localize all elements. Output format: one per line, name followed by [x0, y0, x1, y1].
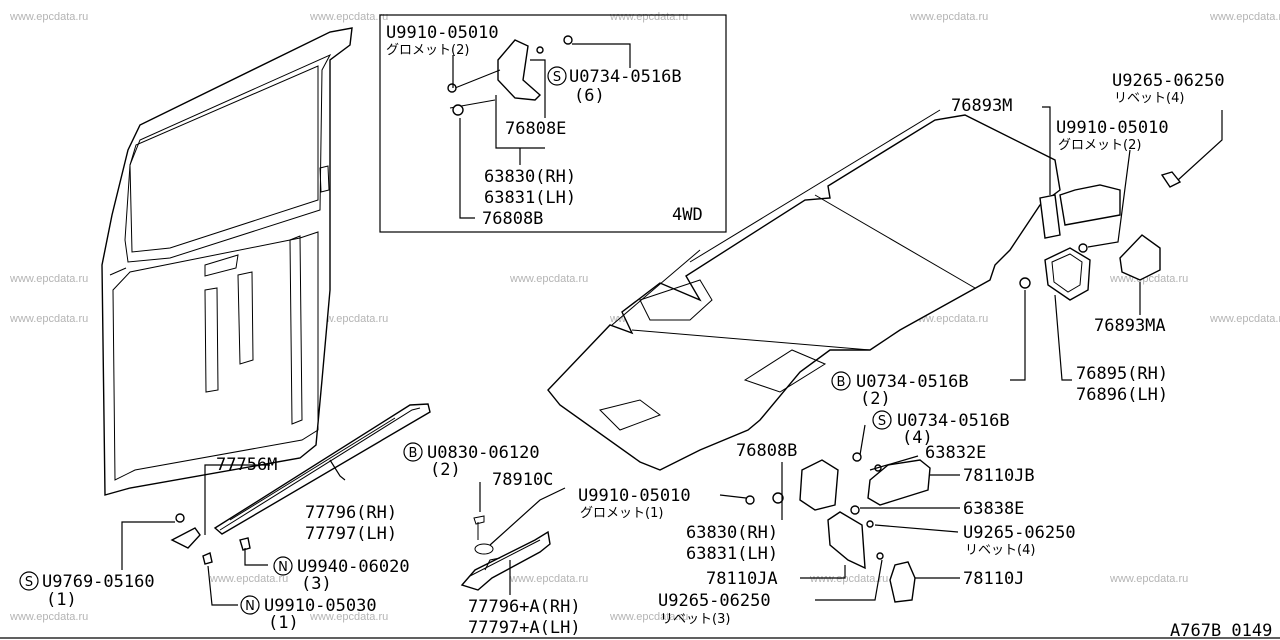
part-label: U9265-06250	[1112, 71, 1225, 91]
part-label: U9910-05030	[264, 596, 377, 616]
watermark: www.epcdata.ru	[1109, 273, 1188, 285]
part-sublabel: リベット(3)	[660, 612, 730, 627]
part-label: 77796+A(RH)	[468, 597, 581, 617]
part-qty: (3)	[301, 574, 332, 594]
side-panel-drawing	[101, 27, 353, 496]
part-label: 77797(LH)	[305, 524, 397, 544]
part-label: 77756M	[216, 455, 277, 475]
part-label: 78110JA	[706, 569, 778, 589]
inset-4wd-box	[379, 14, 727, 233]
watermark: www.epcdata.ru	[609, 11, 688, 23]
watermark: www.epcdata.ru	[9, 611, 88, 623]
watermark: www.epcdata.ru	[1109, 573, 1188, 585]
part-label: 76808B	[736, 441, 797, 461]
part-label: 76896(LH)	[1076, 385, 1168, 405]
watermark: www.epcdata.ru	[9, 11, 88, 23]
part-sublabel: グロメット(2)	[1058, 138, 1141, 153]
part-sublabel: リベット(4)	[1114, 91, 1184, 106]
watermark: www.epcdata.ru	[309, 611, 388, 623]
part-label: 77797+A(LH)	[468, 618, 581, 638]
s-symbol: S	[553, 70, 561, 85]
part-label: U9265-06250	[963, 523, 1076, 543]
part-qty: (2)	[430, 460, 461, 480]
part-label: 78910C	[492, 470, 553, 490]
watermark: www.epcdata.ru	[309, 313, 388, 325]
diagram-code: A767B 0149	[1170, 621, 1272, 640]
watermark: www.epcdata.ru	[509, 273, 588, 285]
b-symbol: B	[409, 446, 418, 461]
b-symbol: B	[837, 375, 846, 390]
part-label: U9910-05010	[1056, 118, 1169, 138]
part-label: 63838E	[963, 499, 1024, 519]
symbol-markers: S B S B S N N	[19, 66, 892, 615]
part-qty: (1)	[46, 590, 77, 610]
part-label: U9910-05010	[578, 486, 691, 506]
right-brackets-drawing	[1019, 171, 1182, 301]
part-label: 63830(RH)	[686, 523, 778, 543]
right-labels: 76893M U9265-06250 リベット(4) U9910-05010 グ…	[578, 71, 1225, 627]
part-label: U9910-05010	[386, 23, 499, 43]
part-label: U0734-0516B	[569, 67, 682, 87]
part-label: 76808B	[482, 209, 543, 229]
n-symbol: N	[245, 599, 255, 614]
mudguard-drawing	[745, 452, 931, 603]
part-sublabel: グロメット(2)	[386, 43, 469, 58]
part-qty: (2)	[860, 389, 891, 409]
watermark: www.epcdata.ru	[9, 273, 88, 285]
fasteners-left	[170, 513, 251, 565]
floor-mat-drawing	[547, 109, 1121, 471]
part-label: 63831(LH)	[484, 188, 576, 208]
sill-strip-drawing	[213, 403, 431, 535]
part-label: 63832E	[925, 443, 986, 463]
part-label: U9940-06020	[297, 557, 410, 577]
part-label: 63830(RH)	[484, 167, 576, 187]
watermark: www.epcdata.ru	[9, 313, 88, 325]
left-labels: U0830-06120 (2) 78910C 77756M 77796(RH) …	[42, 443, 581, 638]
watermark: www.epcdata.ru	[1209, 11, 1280, 23]
part-label: U9265-06250	[658, 591, 771, 611]
s-symbol: S	[25, 575, 33, 590]
part-qty: (4)	[902, 428, 933, 448]
step-bracket-drawing	[460, 515, 551, 591]
n-symbol: N	[278, 560, 288, 575]
inset-labels: U9910-05010 グロメット(2) U0734-0516B (6) 768…	[386, 23, 703, 229]
part-sublabel: リベット(4)	[965, 543, 1035, 558]
part-qty: (6)	[574, 86, 605, 106]
part-label: 76893MA	[1094, 316, 1166, 336]
part-label: 76895(RH)	[1076, 364, 1168, 384]
part-label: U0734-0516B	[856, 372, 969, 392]
part-label: U0734-0516B	[897, 411, 1010, 431]
watermark: www.epcdata.ru	[209, 573, 288, 585]
part-sublabel: グロメット(1)	[580, 506, 663, 521]
watermark: www.epcdata.ru	[309, 11, 388, 23]
watermark: www.epcdata.ru	[909, 11, 988, 23]
part-label: 76893M	[951, 96, 1012, 116]
inset-tag: 4WD	[672, 205, 703, 225]
leader-lines	[121, 43, 1223, 606]
part-qty: (1)	[268, 613, 299, 633]
part-label: 77796(RH)	[305, 503, 397, 523]
part-label: 78110J	[963, 569, 1024, 589]
part-label: U9769-05160	[42, 572, 155, 592]
watermark: www.epcdata.ru	[1209, 313, 1280, 325]
watermark: www.epcdata.ru	[609, 611, 688, 623]
s-symbol: S	[878, 414, 886, 429]
part-label: 63831(LH)	[686, 544, 778, 564]
part-label: U0830-06120	[427, 443, 540, 463]
watermark: www.epcdata.ru	[909, 313, 988, 325]
watermark: www.epcdata.ru	[509, 573, 588, 585]
part-label: 76808E	[505, 119, 566, 139]
watermark: www.epcdata.ru	[809, 573, 888, 585]
part-label: 78110JB	[963, 466, 1035, 486]
